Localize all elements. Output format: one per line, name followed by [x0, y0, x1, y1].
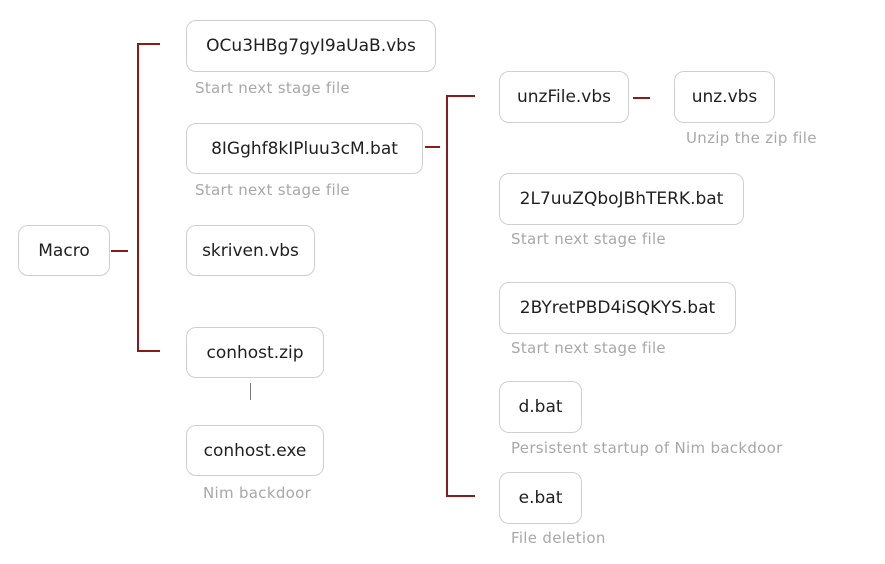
node-conhost-zip: conhost.zip — [186, 327, 324, 378]
node-d-bat: d.bat — [499, 381, 582, 433]
node-2by-bat: 2BYretPBD4iSQKYS.bat — [499, 282, 736, 334]
connector-bracket-right — [446, 95, 448, 497]
connector-bracket-left-top — [137, 43, 160, 45]
connector-unzfile-unz — [633, 97, 650, 99]
caption-2l7: Start next stage file — [511, 230, 666, 248]
connector-bracket-left-bottom — [137, 350, 160, 352]
connector-macro-stub — [111, 250, 128, 252]
caption-conhost-exe: Nim backdoor — [203, 484, 312, 502]
connector-zip-exe — [250, 383, 251, 400]
node-conhost-exe: conhost.exe — [186, 425, 324, 476]
caption-e-bat: File deletion — [511, 529, 606, 547]
connector-eight-stub — [425, 146, 440, 148]
connector-bracket-left — [137, 43, 139, 352]
connector-bracket-right-bottom — [446, 495, 475, 497]
node-e-bat: e.bat — [499, 472, 582, 524]
node-unzfile-vbs: unzFile.vbs — [499, 71, 629, 123]
caption-unz: Unzip the zip file — [686, 129, 817, 147]
node-skriven-vbs: skriven.vbs — [186, 225, 315, 276]
caption-ocu3: Start next stage file — [195, 79, 350, 97]
node-unz-vbs: unz.vbs — [674, 71, 775, 123]
node-eight-bat: 8IGghf8kIPluu3cM.bat — [186, 123, 423, 174]
node-macro: Macro — [18, 225, 110, 276]
caption-d-bat: Persistent startup of Nim backdoor — [511, 439, 783, 457]
caption-eight: Start next stage file — [195, 181, 350, 199]
node-2l7-bat: 2L7uuZQboJBhTERK.bat — [499, 173, 744, 225]
connector-bracket-right-top — [446, 95, 475, 97]
node-ocu3-vbs: OCu3HBg7gyI9aUaB.vbs — [186, 20, 436, 72]
caption-2by: Start next stage file — [511, 339, 666, 357]
